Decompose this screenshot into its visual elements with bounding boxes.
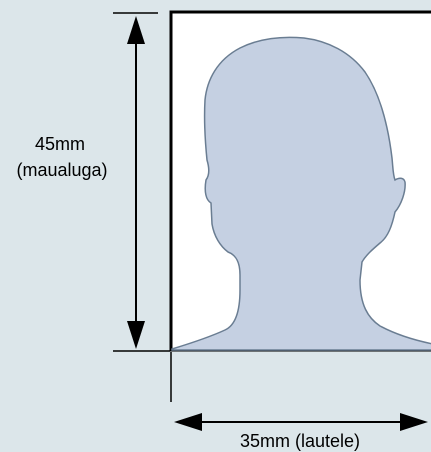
- height-label-value: 45mm: [35, 134, 85, 154]
- width-arrow-left-icon: [174, 413, 202, 431]
- height-arrow-up-icon: [127, 16, 145, 44]
- height-arrow-down-icon: [127, 321, 145, 349]
- height-label-caption: (maualuga): [16, 160, 107, 180]
- head-silhouette: [171, 36, 431, 351]
- width-arrow-right-icon: [400, 413, 428, 431]
- width-label: 35mm (lautele): [240, 431, 360, 451]
